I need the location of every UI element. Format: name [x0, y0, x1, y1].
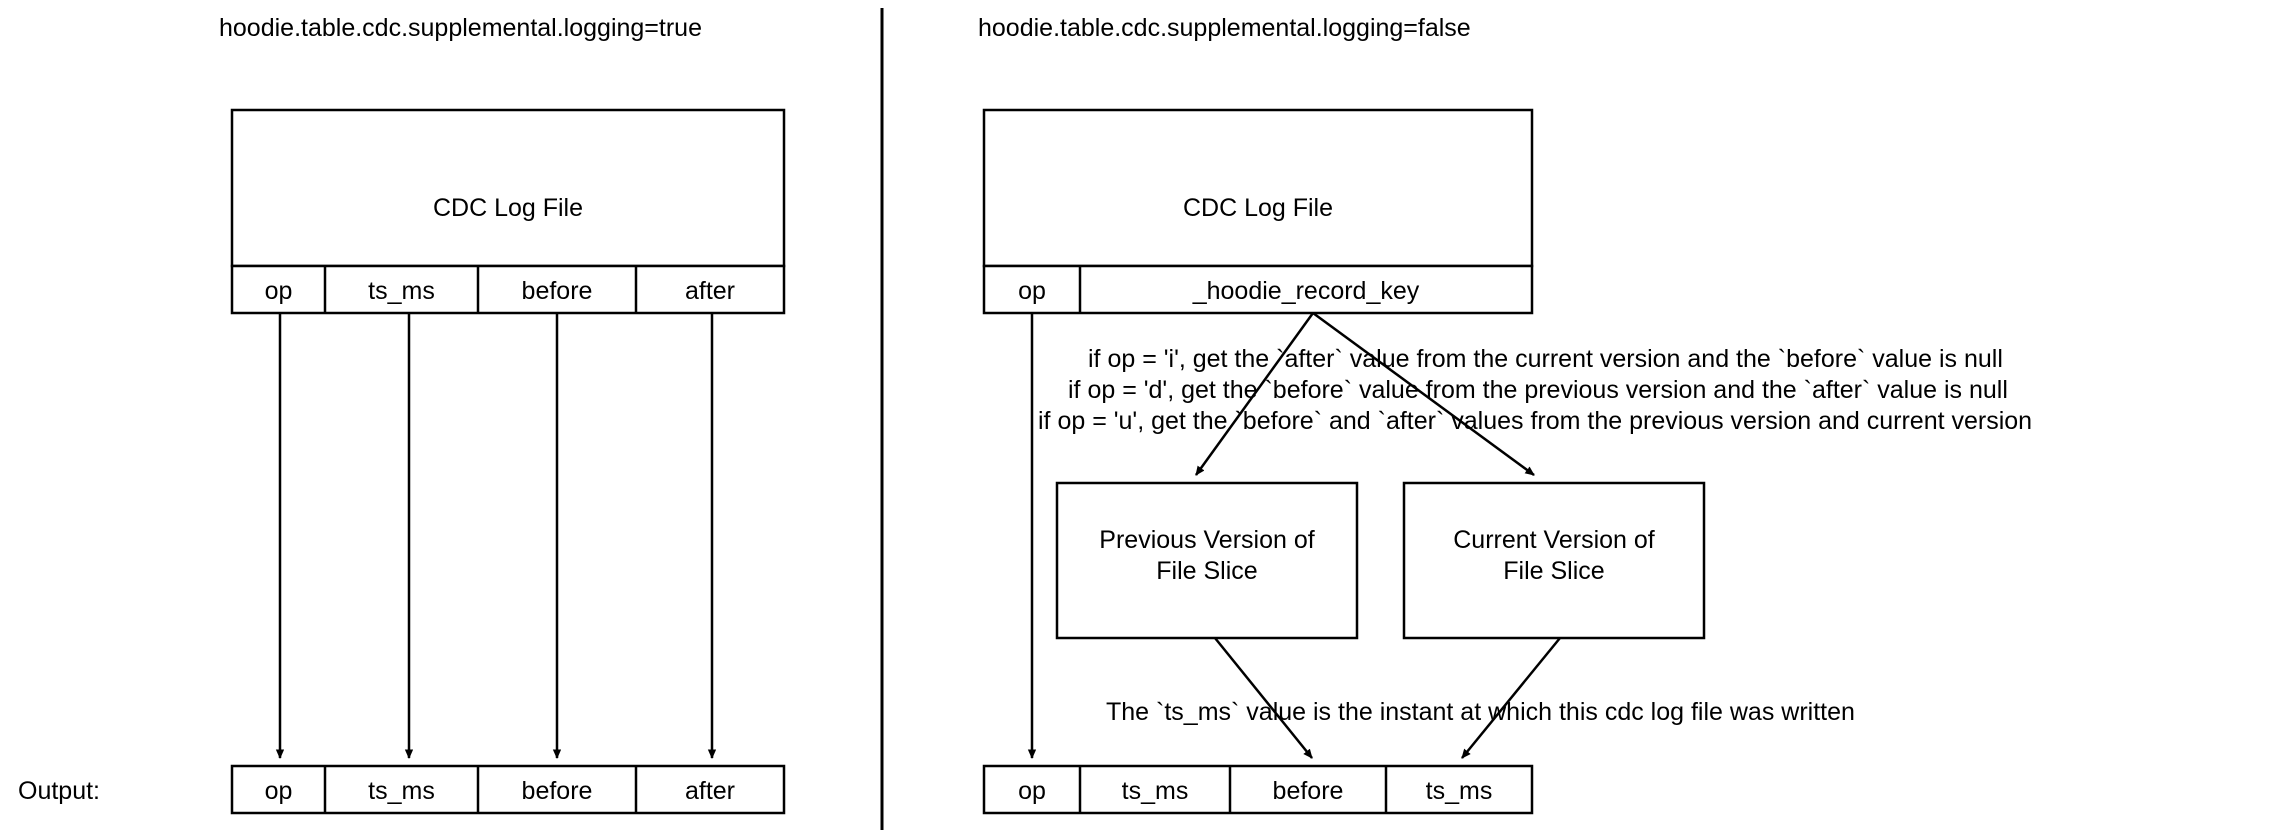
left-log-column-after: after	[684, 277, 736, 305]
rule-line-delete: if op = 'd', get the `before` value from…	[1068, 376, 2008, 404]
right-cdc-log-file-label: CDC Log File	[1182, 194, 1334, 222]
left-output-cell-after: after	[684, 777, 736, 805]
right-output-cell-before: before	[1272, 777, 1344, 805]
rule-line-update: if op = 'u', get the `before` and `after…	[1038, 407, 2033, 435]
right-output-cell-ts-ms: ts_ms	[1121, 777, 1189, 805]
current-version-box-label: Current Version of File Slice	[1453, 526, 1655, 585]
ts-ms-note: The `ts_ms` value is the instant at whic…	[1106, 698, 1855, 726]
right-output-cell-ts-ms-2: ts_ms	[1425, 777, 1493, 805]
previous-version-box-label: Previous Version of File Slice	[1099, 526, 1315, 585]
left-output-cell-ts-ms: ts_ms	[368, 777, 435, 805]
left-log-column-ts-ms: ts_ms	[368, 277, 435, 305]
left-cdc-log-file-box	[230, 108, 786, 268]
output-label: Output:	[18, 777, 100, 805]
right-cdc-log-file-box	[982, 108, 1534, 268]
left-output-cell-before: before	[521, 777, 593, 805]
left-log-column-op: op	[264, 277, 293, 305]
right-log-column-hoodie-record-key: _hoodie_record_key	[1192, 277, 1420, 305]
rule-line-insert: if op = 'i', get the `after` value from …	[1088, 345, 2003, 373]
right-panel-title: hoodie.table.cdc.supplemental.logging=fa…	[978, 14, 1471, 42]
right-log-column-op: op	[1018, 277, 1046, 305]
left-cdc-log-file-label: CDC Log File	[432, 194, 584, 222]
left-panel-title: hoodie.table.cdc.supplemental.logging=tr…	[219, 14, 702, 42]
left-log-column-before: before	[521, 277, 593, 305]
left-output-cell-op: op	[264, 777, 293, 805]
right-output-cell-op: op	[1018, 777, 1046, 805]
